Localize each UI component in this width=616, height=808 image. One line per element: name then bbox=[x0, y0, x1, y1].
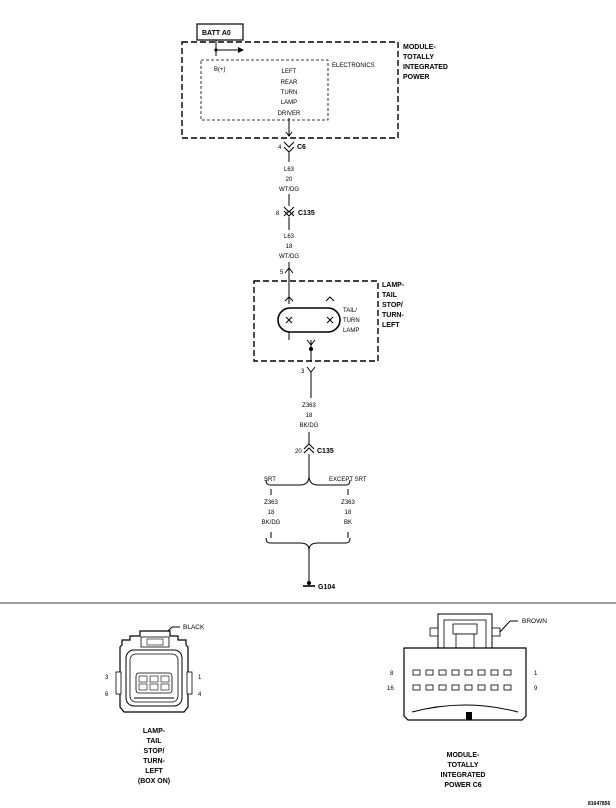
svg-text:LAMP-: LAMP- bbox=[143, 728, 166, 735]
svg-text:INTEGRATED: INTEGRATED bbox=[441, 772, 486, 779]
svg-text:TAIL/: TAIL/ bbox=[343, 308, 357, 314]
svg-text:18: 18 bbox=[268, 510, 275, 516]
svg-text:20: 20 bbox=[286, 177, 293, 183]
svg-text:TAIL: TAIL bbox=[382, 292, 398, 299]
svg-text:BK/DG: BK/DG bbox=[300, 423, 319, 429]
branch-except-srt-label: EXCEPT SRT bbox=[329, 477, 367, 483]
svg-text:WT/DG: WT/DG bbox=[279, 187, 299, 193]
bplus-label: B(+) bbox=[214, 67, 226, 73]
bulb-icon bbox=[277, 296, 341, 340]
lamp-outline bbox=[253, 280, 379, 362]
right-connector-face: BROWN bbox=[403, 613, 547, 721]
svg-text:INTEGRATED: INTEGRATED bbox=[403, 64, 448, 71]
svg-text:LAMP: LAMP bbox=[343, 328, 359, 334]
left-pin-1: 1 bbox=[198, 675, 202, 681]
batt-a0-box: BATT A0 bbox=[196, 23, 244, 41]
svg-text:LEFT: LEFT bbox=[282, 69, 297, 75]
right-connector-caption: MODULE- TOTALLY INTEGRATED POWER C6 bbox=[441, 752, 486, 789]
svg-text:BK/DG: BK/DG bbox=[262, 520, 281, 526]
svg-text:REAR: REAR bbox=[281, 80, 298, 86]
svg-text:TOTALLY: TOTALLY bbox=[403, 54, 434, 61]
svg-text:18: 18 bbox=[345, 510, 352, 516]
svg-text:3: 3 bbox=[301, 369, 305, 375]
driver-label: LEFT REAR TURN LAMP DRIVER bbox=[278, 69, 301, 117]
svg-text:18: 18 bbox=[286, 244, 293, 250]
svg-text:LEFT: LEFT bbox=[145, 768, 163, 775]
batt-a0-label: BATT A0 bbox=[202, 30, 231, 37]
c135-bottom-connector: 20 C135 bbox=[295, 443, 334, 455]
lamp-pin-out: 3 bbox=[301, 366, 316, 375]
svg-text:LEFT: LEFT bbox=[382, 322, 400, 329]
bulb-label: TAIL/ TURN LAMP bbox=[343, 308, 360, 334]
svg-text:TURN: TURN bbox=[281, 90, 298, 96]
svg-text:TURN-: TURN- bbox=[143, 758, 165, 765]
svg-text:TOTALLY: TOTALLY bbox=[448, 762, 479, 769]
branch-brace-bottom bbox=[265, 537, 351, 551]
wire-l63-18: L63 18 WT/DG bbox=[279, 234, 299, 260]
svg-text:8: 8 bbox=[276, 211, 280, 217]
left-pin-3: 3 bbox=[105, 675, 109, 681]
svg-text:LAMP-: LAMP- bbox=[382, 282, 405, 289]
svg-text:C135: C135 bbox=[298, 210, 315, 217]
svg-text:5: 5 bbox=[280, 270, 284, 276]
electronics-outline bbox=[200, 59, 329, 121]
svg-text:(BOX ON): (BOX ON) bbox=[138, 778, 170, 785]
lamp-label: LAMP- TAIL STOP/ TURN- LEFT bbox=[382, 282, 405, 329]
right-pin-1: 1 bbox=[534, 671, 538, 677]
svg-text:TURN: TURN bbox=[343, 318, 360, 324]
svg-text:TAIL: TAIL bbox=[146, 738, 162, 745]
right-pin-16: 16 bbox=[387, 686, 394, 692]
wire-left-branch: Z363 18 BK/DG bbox=[262, 500, 281, 526]
svg-text:DRIVER: DRIVER bbox=[278, 111, 301, 117]
svg-text:TURN-: TURN- bbox=[382, 312, 404, 319]
svg-text:WT/DG: WT/DG bbox=[279, 254, 299, 260]
svg-text:Z363: Z363 bbox=[302, 403, 316, 409]
svg-text:MODULE-: MODULE- bbox=[447, 752, 480, 759]
branch-srt-label: SRT bbox=[264, 477, 276, 483]
svg-text:STOP/: STOP/ bbox=[382, 302, 403, 309]
right-pin-8: 8 bbox=[390, 671, 394, 677]
svg-text:MODULE-: MODULE- bbox=[403, 44, 436, 51]
bplus-switch bbox=[214, 47, 244, 56]
module-tip-outline bbox=[181, 41, 399, 139]
c6-connector: 4 C6 bbox=[278, 141, 306, 153]
svg-text:C6: C6 bbox=[297, 144, 306, 151]
svg-text:C135: C135 bbox=[317, 448, 334, 455]
svg-text:L63: L63 bbox=[284, 234, 295, 240]
left-pin-4: 4 bbox=[198, 692, 202, 698]
wire-right-branch: Z363 18 BK bbox=[341, 500, 355, 526]
wire-l63-20: L63 20 WT/DG bbox=[279, 167, 299, 193]
branch-brace-top bbox=[265, 475, 351, 486]
figure-id: 81647856 bbox=[588, 801, 610, 807]
svg-text:POWER: POWER bbox=[403, 74, 429, 81]
ground-label: G104 bbox=[318, 584, 335, 591]
electronics-label: ELECTRONICS bbox=[332, 63, 375, 69]
ground-icon bbox=[303, 581, 315, 587]
left-connector-caption: LAMP- TAIL STOP/ TURN- LEFT (BOX ON) bbox=[138, 728, 170, 785]
svg-text:POWER C6: POWER C6 bbox=[444, 782, 481, 789]
svg-text:20: 20 bbox=[295, 449, 302, 455]
left-connector-face: BLACK bbox=[115, 624, 205, 713]
left-connector-color: BLACK bbox=[183, 624, 205, 631]
right-connector-color: BROWN bbox=[522, 618, 547, 625]
svg-text:4: 4 bbox=[278, 145, 282, 151]
right-pin-9: 9 bbox=[534, 686, 538, 692]
lamp-pin-in: 5 bbox=[280, 267, 294, 276]
left-pin-6: 6 bbox=[105, 692, 109, 698]
module-label: MODULE- TOTALLY INTEGRATED POWER bbox=[403, 44, 448, 81]
svg-text:LAMP: LAMP bbox=[281, 100, 297, 106]
svg-text:Z363: Z363 bbox=[341, 500, 355, 506]
svg-text:STOP/: STOP/ bbox=[144, 748, 165, 755]
c135-top-connector: 8 C135 bbox=[276, 206, 315, 217]
svg-text:Z363: Z363 bbox=[264, 500, 278, 506]
svg-text:18: 18 bbox=[306, 413, 313, 419]
svg-text:BK: BK bbox=[344, 520, 352, 526]
wire-z363-18: Z363 18 BK/DG bbox=[300, 403, 319, 429]
svg-text:L63: L63 bbox=[284, 167, 295, 173]
